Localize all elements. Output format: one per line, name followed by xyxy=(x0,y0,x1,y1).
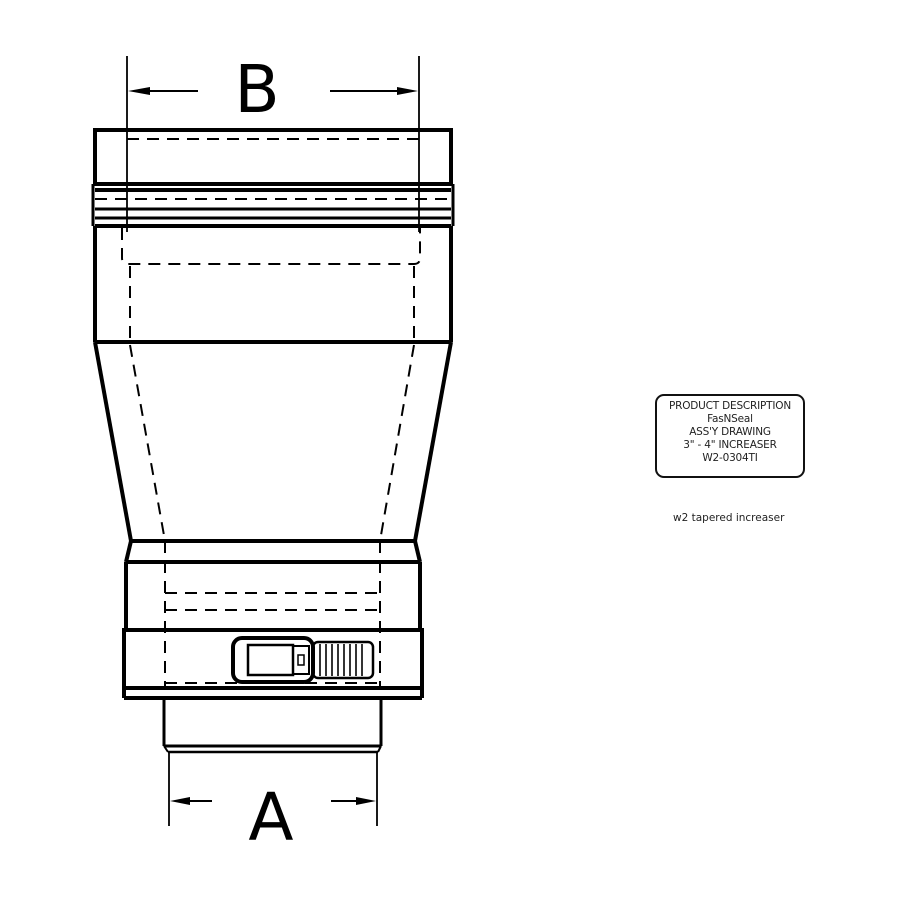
bottom-spigot xyxy=(162,698,383,754)
description-heading: PRODUCT DESCRIPTION xyxy=(668,400,791,412)
description-part-number: W2-0304TI xyxy=(702,452,758,464)
dimension-a xyxy=(168,752,378,826)
upper-body xyxy=(93,226,453,344)
description-brand: FasNSeal xyxy=(707,413,753,425)
tapered-section xyxy=(93,341,453,543)
description-size: 3" - 4" INCREASER xyxy=(683,439,777,451)
description-drawing-type: ASS'Y DRAWING xyxy=(689,426,771,438)
dimension-label-b: B xyxy=(234,51,279,128)
dimension-label-a: A xyxy=(248,779,293,856)
product-description-box: PRODUCT DESCRIPTION FasNSeal ASS'Y DRAWI… xyxy=(655,394,805,478)
clamp-latch xyxy=(231,636,375,684)
dimension-b xyxy=(126,56,420,232)
top-collar xyxy=(91,128,455,228)
drawing-caption: w2 tapered increaser xyxy=(673,512,785,524)
